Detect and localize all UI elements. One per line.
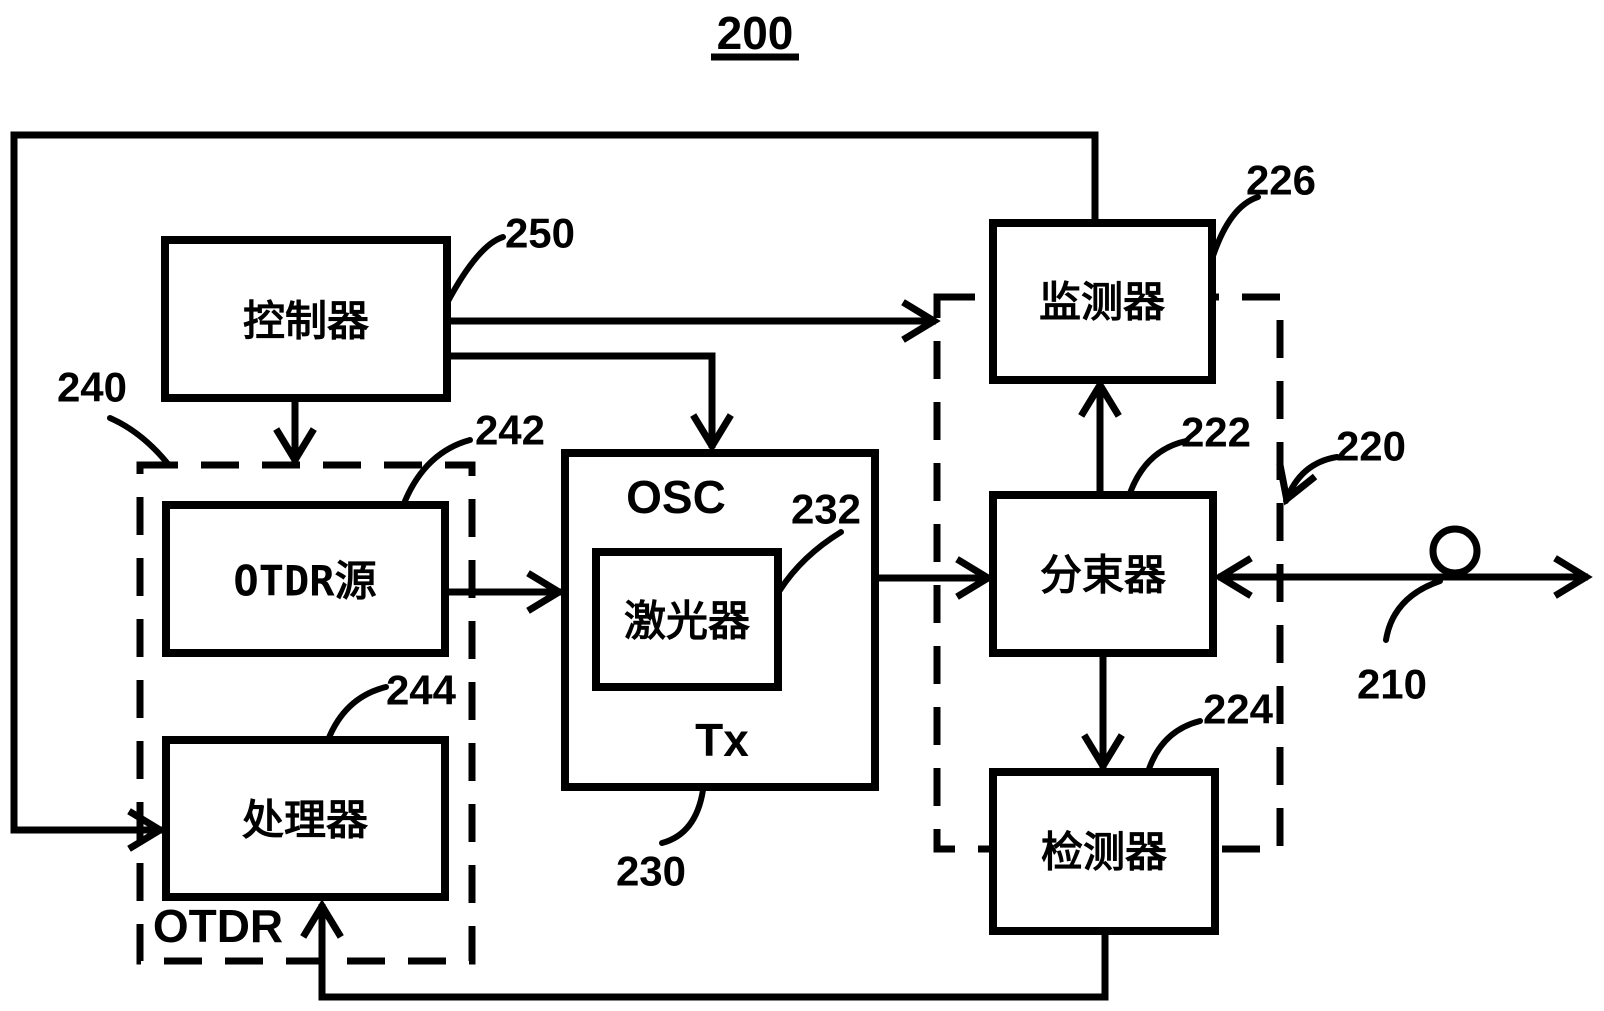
monitor-label: 监测器 — [1039, 279, 1166, 326]
leader-230 — [659, 787, 706, 846]
ref-210: 210 — [1357, 661, 1427, 708]
ref-242: 242 — [475, 407, 545, 454]
fiber-coil-icon — [1429, 525, 1481, 577]
otdr-group-label: OTDR — [153, 900, 283, 952]
leader-244 — [325, 684, 389, 743]
wire-monitor-to-processor-feedback — [10, 131, 1099, 852]
ref-250: 250 — [505, 210, 575, 257]
leader-210 — [1383, 578, 1443, 643]
ref-232: 232 — [791, 486, 861, 533]
splitter-box — [989, 491, 1217, 657]
leader-240 — [107, 415, 171, 467]
monitor-box — [989, 219, 1216, 384]
ref-230: 230 — [616, 848, 686, 895]
processor-box — [162, 736, 449, 901]
leader-250 — [444, 234, 506, 306]
leader-232 — [777, 529, 844, 593]
laser-box — [592, 548, 782, 691]
ref-244: 244 — [386, 667, 457, 714]
wire-detector-to-processor-feedback — [300, 899, 1109, 1001]
otdr-source-box — [162, 501, 449, 657]
controller-label: 控制器 — [243, 298, 370, 345]
figure-title: 200 — [717, 7, 794, 59]
detector-label: 检测器 — [1041, 829, 1168, 876]
splitter-label: 分束器 — [1040, 552, 1167, 599]
controller-box — [161, 236, 451, 402]
ref-222: 222 — [1181, 409, 1251, 456]
leader-242 — [402, 437, 473, 504]
leader-224 — [1145, 718, 1203, 775]
laser-label: 激光器 — [624, 598, 751, 645]
otdr-group-dashed-box — [136, 461, 476, 965]
ref-224: 224 — [1203, 686, 1274, 733]
processor-label: 处理器 — [242, 797, 369, 844]
osc-label: OSC — [626, 471, 726, 523]
leader-lines — [107, 194, 1443, 846]
ref-240: 240 — [57, 364, 127, 411]
wire-controller-to-tx — [447, 352, 734, 453]
detector-box — [989, 768, 1219, 935]
ref-220: 220 — [1336, 423, 1406, 470]
otdr-source-label: OTDR源 — [233, 557, 376, 606]
leader-222 — [1127, 438, 1189, 496]
leader-220 — [1276, 454, 1340, 506]
tx-label: Tx — [695, 714, 749, 766]
ref-226: 226 — [1246, 157, 1316, 204]
leader-226 — [1210, 194, 1261, 259]
blocks — [161, 219, 1219, 935]
